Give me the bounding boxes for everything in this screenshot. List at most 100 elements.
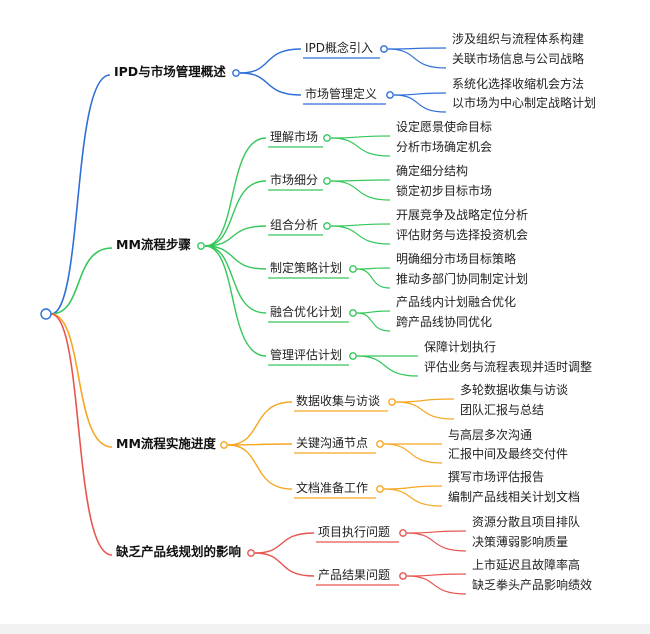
topic-collapse-toggle[interactable] bbox=[323, 222, 331, 230]
leaf-label: 开展竞争及战略定位分析 bbox=[396, 208, 529, 222]
leaf-label: 系统化选择收缩机会方法 bbox=[452, 77, 585, 91]
topic-collapse-toggle[interactable] bbox=[399, 572, 407, 580]
leaf-label: 推动多部门协同制定计划 bbox=[396, 272, 529, 286]
leaf-label: 缺乏拳头产品影响绩效 bbox=[472, 578, 593, 592]
branch-collapse-toggle[interactable] bbox=[220, 441, 228, 449]
leaf-connector bbox=[383, 488, 443, 507]
leaf-label: 多轮数据收集与访谈 bbox=[460, 383, 569, 397]
leaf-connector bbox=[330, 180, 391, 201]
topic-label: 数据收集与访谈 bbox=[296, 394, 381, 408]
leaf-label: 评估业务与流程表现并适时调整 bbox=[424, 360, 593, 374]
leaf-label: 分析市场确定机会 bbox=[396, 140, 493, 154]
topic-connector bbox=[239, 72, 302, 96]
leaf-label: 团队汇报与总结 bbox=[460, 403, 545, 417]
topic-connector bbox=[204, 245, 267, 270]
leaf-connector bbox=[356, 310, 391, 314]
topic-collapse-toggle[interactable] bbox=[399, 529, 407, 537]
branch-connector bbox=[50, 74, 111, 315]
topic-connector bbox=[204, 245, 267, 357]
leaf-connector bbox=[406, 575, 467, 595]
leaf-connector bbox=[356, 355, 419, 377]
leaf-connector bbox=[387, 48, 447, 69]
leaf-connector bbox=[330, 225, 391, 245]
topic-connector bbox=[204, 180, 267, 247]
topic-label: 市场管理定义 bbox=[305, 87, 378, 101]
leaf-label: 编制产品线相关计划文档 bbox=[448, 490, 581, 504]
topic-label: IPD概念引入 bbox=[305, 41, 374, 55]
topic-connector bbox=[204, 245, 267, 314]
leaf-label: 资源分散且项目排队 bbox=[472, 515, 581, 529]
topic-label: 文档准备工作 bbox=[296, 481, 369, 495]
leaf-connector bbox=[383, 485, 443, 490]
topic-collapse-toggle[interactable] bbox=[388, 398, 396, 406]
branch-connector bbox=[50, 313, 113, 448]
leaf-connector bbox=[330, 179, 391, 182]
topic-label: 管理评估计划 bbox=[270, 348, 343, 362]
leaf-label: 汇报中间及最终交付件 bbox=[448, 447, 569, 461]
leaf-label: 跨产品线协同优化 bbox=[396, 315, 493, 329]
topic-label: 关键沟通节点 bbox=[296, 436, 369, 450]
topic-label: 产品结果问题 bbox=[318, 568, 391, 582]
root-node[interactable] bbox=[40, 308, 52, 320]
topic-collapse-toggle[interactable] bbox=[323, 134, 331, 142]
leaf-connector bbox=[330, 137, 391, 157]
leaf-connector bbox=[393, 94, 447, 113]
branch-label: MM流程实施进度 bbox=[116, 436, 216, 451]
leaf-connector bbox=[356, 268, 391, 289]
leaf-connector bbox=[330, 223, 391, 227]
leaf-label: 以市场为中心制定战略计划 bbox=[452, 96, 597, 110]
leaf-connector bbox=[395, 401, 455, 420]
topic-connector bbox=[204, 137, 267, 247]
leaf-connector bbox=[395, 398, 455, 403]
topic-collapse-toggle[interactable] bbox=[323, 177, 331, 185]
leaf-label: 决策薄弱影响质量 bbox=[472, 535, 569, 549]
topic-connector bbox=[227, 401, 293, 446]
branch-collapse-toggle[interactable] bbox=[197, 242, 205, 250]
branch-connector bbox=[50, 247, 113, 315]
topic-connector bbox=[239, 48, 302, 74]
leaf-label: 上市延迟且故障率高 bbox=[472, 558, 581, 572]
branch-label: IPD与市场管理概述 bbox=[114, 64, 226, 79]
topic-connector bbox=[254, 532, 315, 554]
leaf-connector bbox=[356, 267, 391, 270]
leaf-connector bbox=[406, 573, 467, 577]
leaf-connector bbox=[383, 443, 443, 464]
topic-connector bbox=[227, 443, 293, 446]
leaf-label: 保障计划执行 bbox=[424, 340, 497, 354]
leaf-label: 撰写市场评估报告 bbox=[448, 470, 545, 484]
leaf-label: 产品线内计划融合优化 bbox=[396, 295, 517, 309]
topic-connector bbox=[254, 552, 315, 577]
topic-label: 组合分析 bbox=[270, 218, 319, 232]
topic-collapse-toggle[interactable] bbox=[349, 265, 357, 273]
topic-label: 融合优化计划 bbox=[270, 305, 343, 319]
leaf-label: 评估财务与选择投资机会 bbox=[396, 228, 529, 242]
leaf-connector bbox=[330, 135, 391, 139]
leaf-label: 关联市场信息与公司战略 bbox=[452, 52, 585, 66]
topic-collapse-toggle[interactable] bbox=[376, 440, 384, 448]
leaf-label: 与高层多次沟通 bbox=[448, 428, 533, 442]
leaf-connector bbox=[406, 530, 467, 534]
branch-collapse-toggle[interactable] bbox=[232, 69, 240, 77]
topic-collapse-toggle[interactable] bbox=[376, 485, 384, 493]
leaf-label: 设定愿景使命目标 bbox=[396, 120, 493, 134]
branch-label: 缺乏产品线规划的影响 bbox=[116, 544, 242, 559]
topic-connector bbox=[204, 225, 267, 247]
topic-label: 市场细分 bbox=[270, 173, 319, 187]
topic-collapse-toggle[interactable] bbox=[380, 45, 388, 53]
topic-collapse-toggle[interactable] bbox=[349, 352, 357, 360]
branch-collapse-toggle[interactable] bbox=[247, 549, 255, 557]
topic-collapse-toggle[interactable] bbox=[349, 309, 357, 317]
branch-label: MM流程步骤 bbox=[116, 237, 191, 252]
bottom-scroll-strip bbox=[0, 624, 650, 634]
topic-label: 项目执行问题 bbox=[318, 525, 391, 539]
leaf-label: 明确细分市场目标策略 bbox=[396, 252, 517, 266]
leaf-label: 锁定初步目标市场 bbox=[396, 184, 493, 198]
leaf-label: 涉及组织与流程体系构建 bbox=[452, 32, 585, 46]
leaf-connector bbox=[356, 312, 391, 332]
topic-collapse-toggle[interactable] bbox=[386, 91, 394, 99]
topic-label: 理解市场 bbox=[270, 130, 319, 144]
leaf-connector bbox=[406, 532, 467, 552]
topic-label: 制定策略计划 bbox=[270, 261, 343, 275]
